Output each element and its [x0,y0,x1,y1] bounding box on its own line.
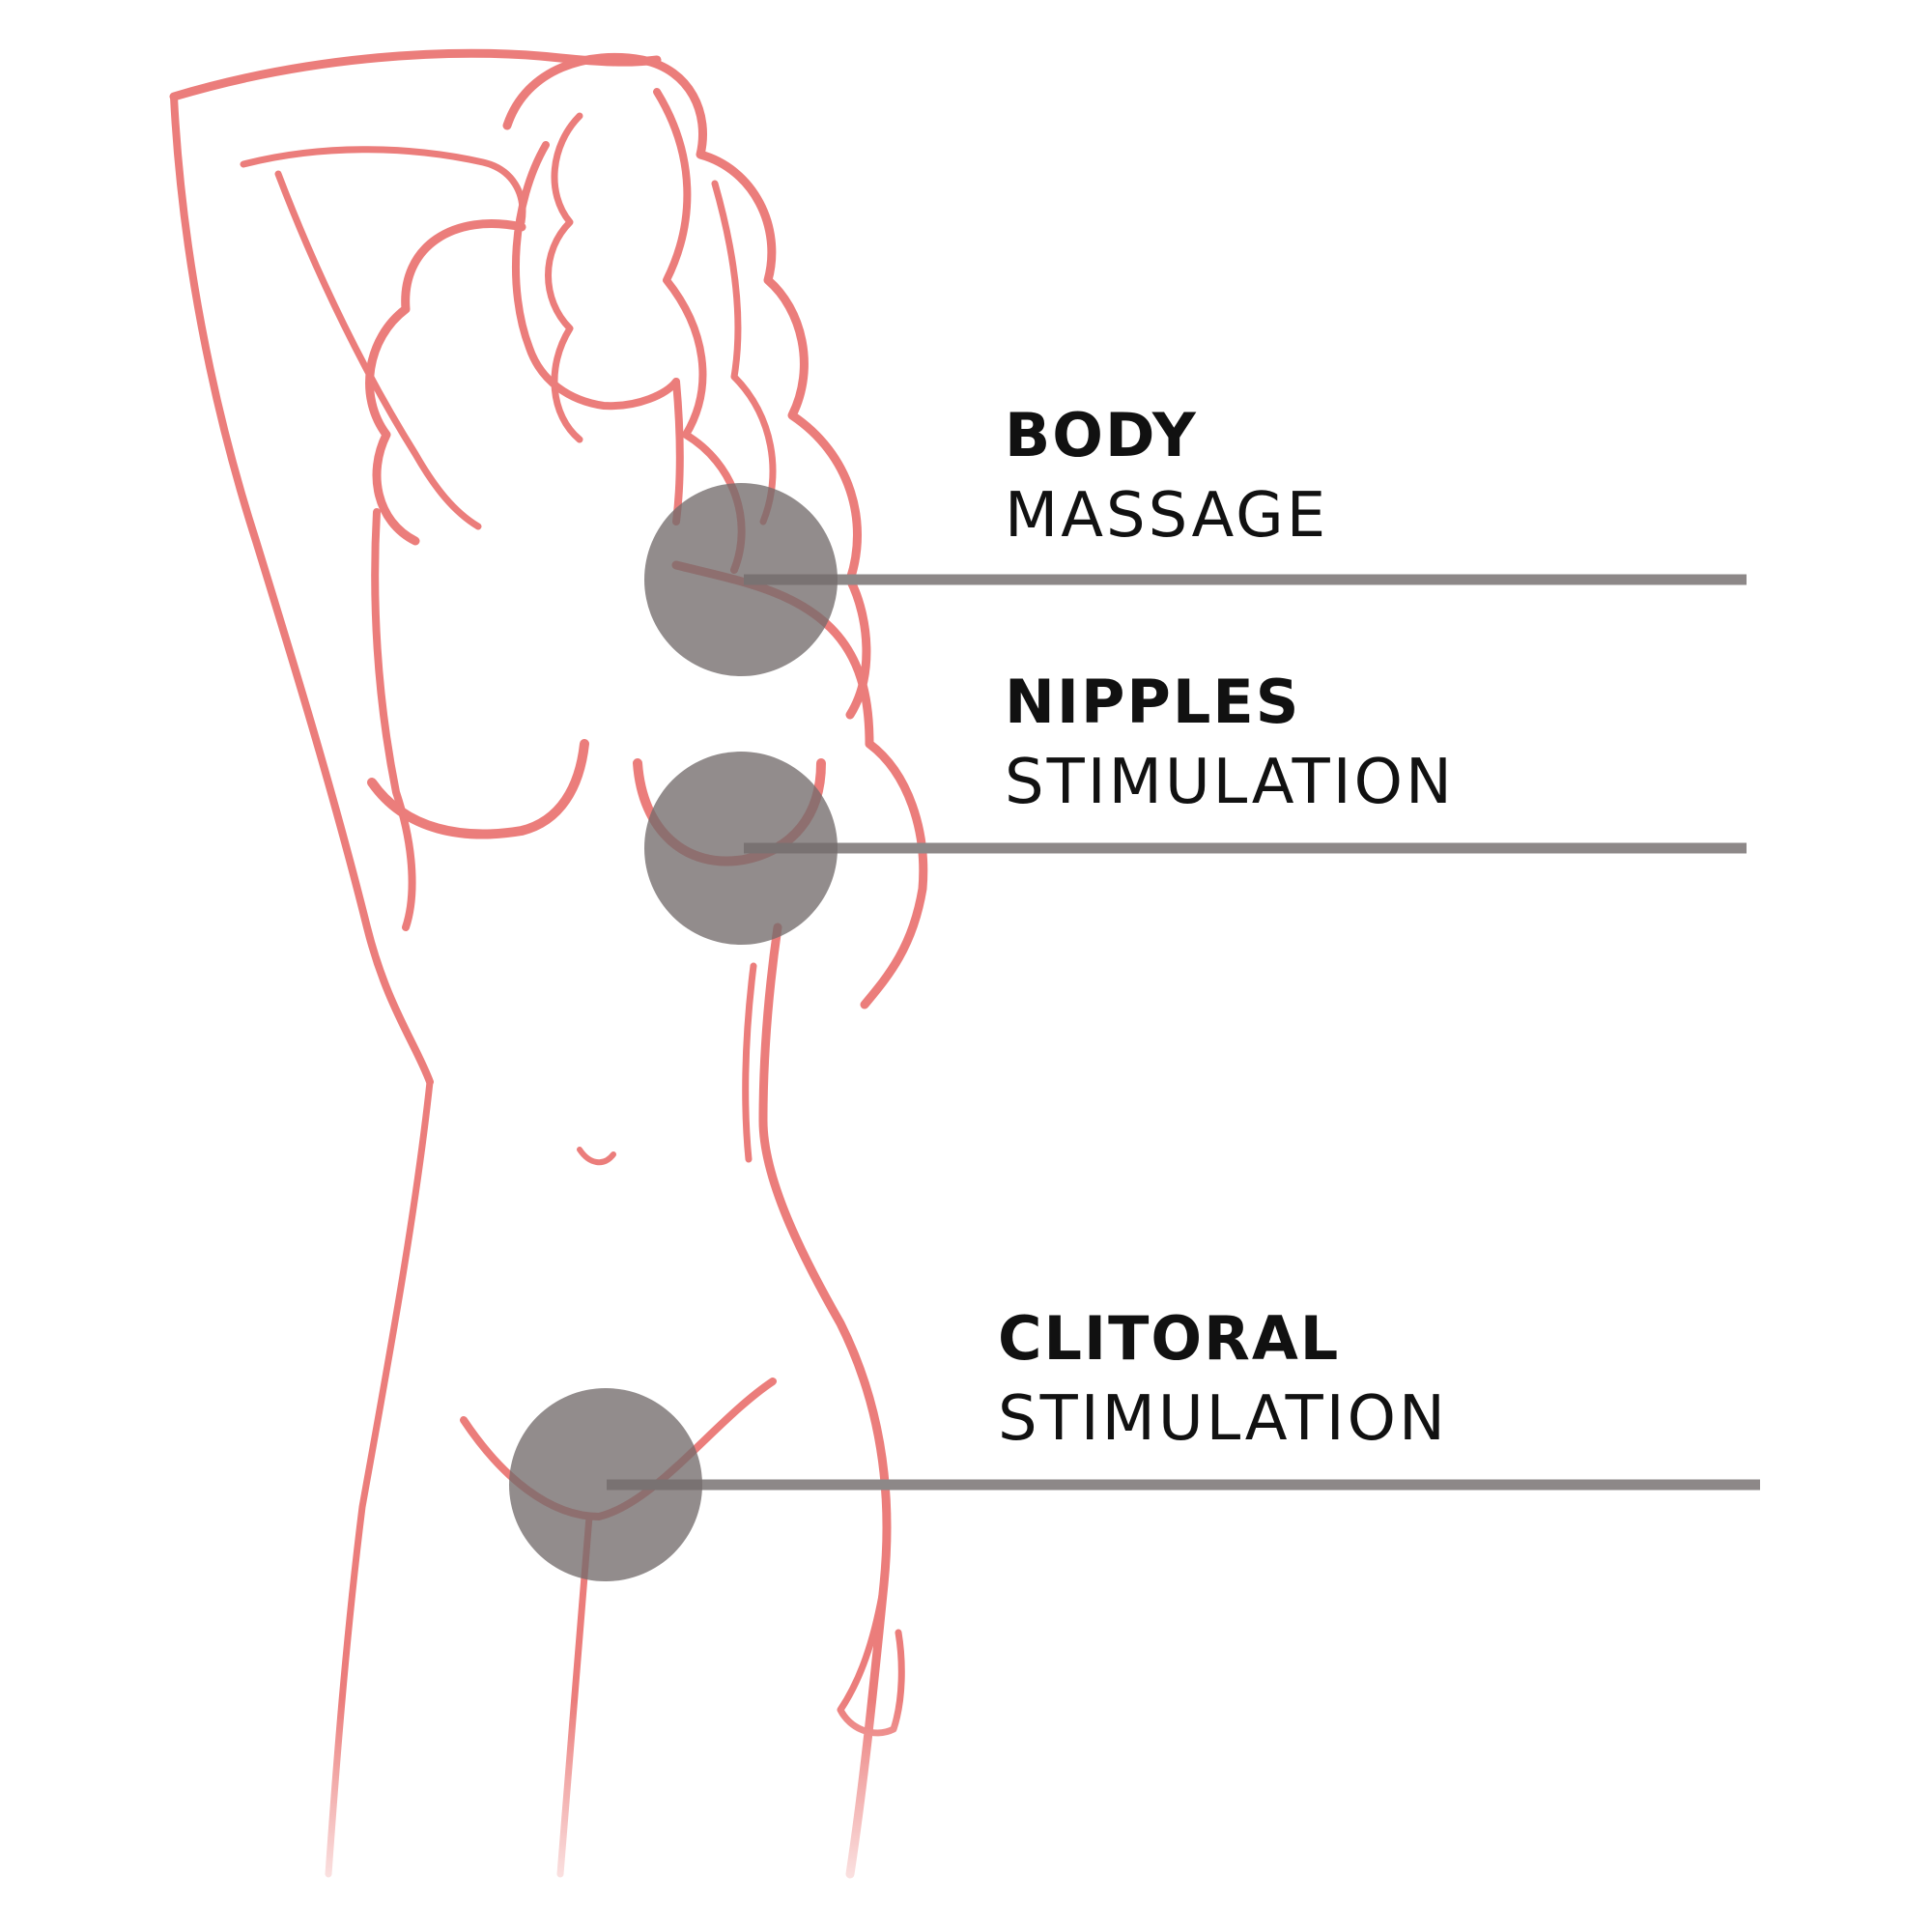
clitoral-zone-label: CLITORAL STIMULATION [998,1303,1448,1455]
clitoral-zone-marker [509,1388,702,1581]
body-zone-title: BODY [1005,400,1198,470]
nipples-zone-title: NIPPLES [1005,667,1301,737]
nipples-zone-label: NIPPLES STIMULATION [1005,667,1455,818]
zone-markers [509,483,1760,1581]
nipples-zone-marker [644,752,838,945]
clitoral-zone-title: CLITORAL [998,1303,1341,1374]
nipples-zone-subtitle: STIMULATION [1005,747,1455,818]
body-zone-label: BODY MASSAGE [1005,400,1329,552]
body-zone-marker [644,483,838,676]
clitoral-zone-subtitle: STIMULATION [998,1383,1448,1455]
woman-figure-illustration [169,48,966,1932]
body-zone-subtitle: MASSAGE [1005,480,1329,552]
